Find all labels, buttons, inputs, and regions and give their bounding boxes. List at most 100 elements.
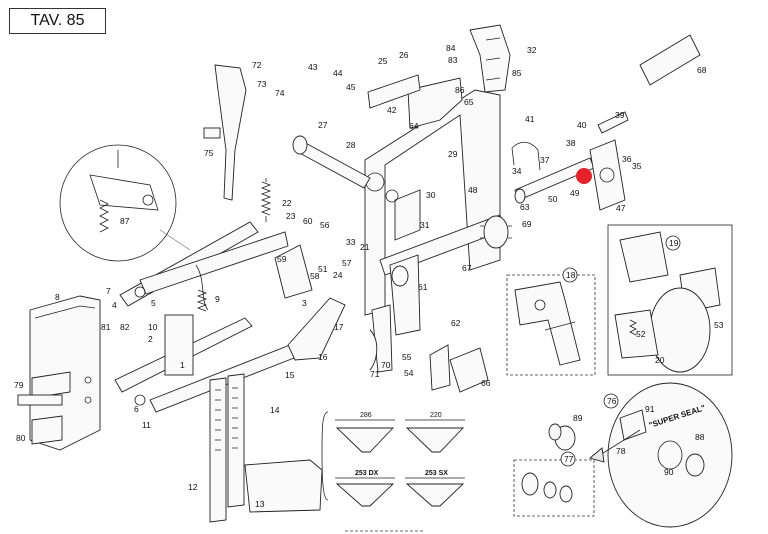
callout-23: 23 [286,211,296,221]
callout-3: 3 [302,298,307,308]
callout-79: 79 [14,380,24,390]
callout-76: 76 [607,396,617,406]
callout-77: 77 [564,454,574,464]
profile-dim-top-left: 286 [360,412,372,419]
callout-62: 62 [451,318,461,328]
curved-tine-72 [203,64,247,201]
callout-83: 83 [448,55,458,65]
callout-51: 51 [318,264,328,274]
callout-1: 1 [180,360,185,370]
callout-58: 58 [310,271,320,281]
callout-70: 70 [381,360,391,370]
callout-12: 12 [188,482,198,492]
spring-22 [260,178,272,222]
callout-35: 35 [632,161,642,171]
callout-20: 20 [655,355,665,365]
callout-50: 50 [548,194,558,204]
callout-49: 49 [570,188,580,198]
bracket-64 [367,74,463,129]
callout-61: 61 [418,282,428,292]
callout-71: 71 [370,369,380,379]
callout-41: 41 [525,114,535,124]
super-seal-disc: "SUPER SEAL" [607,382,733,528]
callout-72: 72 [252,60,262,70]
callout-21: 21 [360,242,370,252]
table-label: TAV. 85 [9,8,106,34]
callout-57: 57 [342,258,352,268]
callout-circle-77 [560,451,576,467]
callout-25: 25 [378,56,388,66]
callout-87: 87 [120,216,130,226]
callout-27: 27 [318,120,328,130]
callout-60: 60 [303,216,313,226]
callout-73: 73 [257,79,267,89]
shaft-28 [292,135,371,189]
callout-81: 81 [101,322,111,332]
callout-2: 2 [148,334,153,344]
callout-38: 38 [566,138,576,148]
part-68 [639,34,701,86]
callout-19: 19 [669,238,679,248]
callout-69: 69 [522,219,532,229]
callout-36: 36 [622,154,632,164]
callout-59: 59 [277,254,287,264]
callout-6: 6 [134,404,139,414]
bracket-16 [274,244,346,361]
callout-10: 10 [148,322,158,332]
tine-shank-assembly [209,373,323,523]
callout-88: 88 [695,432,705,442]
callout-68: 68 [697,65,707,75]
callout-34: 34 [512,166,522,176]
callout-74: 74 [275,88,285,98]
callout-90: 90 [664,467,674,477]
callout-17: 17 [334,322,344,332]
callout-42: 42 [387,105,397,115]
callout-52: 52 [636,329,646,339]
callout-30: 30 [426,190,436,200]
callout-78: 78 [616,446,626,456]
bearing-89 [548,423,576,451]
callout-29: 29 [448,149,458,159]
callout-31: 31 [420,220,430,230]
callout-80: 80 [16,433,26,443]
callout-82: 82 [120,322,130,332]
red-marker [576,168,592,184]
detail-box-18 [506,274,596,376]
callout-64: 64 [409,121,419,131]
callout-86: 86 [455,85,465,95]
callout-18: 18 [566,270,576,280]
callout-43: 43 [308,62,318,72]
callout-5: 5 [151,298,156,308]
callout-37: 37 [540,155,550,165]
callout-84: 84 [446,43,456,53]
callout-75: 75 [204,148,214,158]
callout-55: 55 [402,352,412,362]
callout-15: 15 [285,370,295,380]
callout-65: 65 [464,97,474,107]
main-central-frame [364,24,511,316]
callout-14: 14 [270,405,280,415]
callout-89: 89 [573,413,583,423]
callout-54: 54 [404,368,414,378]
callout-39: 39 [615,110,625,120]
bracket-41 [511,141,541,171]
shaft-37 [514,111,629,211]
callout-67: 67 [462,263,472,273]
profile-section-diagrams: 286 220 253 DX 253 SX [321,411,465,507]
spring-detail-circle [59,144,191,262]
callout-85: 85 [512,68,522,78]
callout-63: 63 [520,202,530,212]
callout-9: 9 [215,294,220,304]
table-label-text: TAV. 85 [30,12,85,29]
detail-box-77 [513,429,641,517]
callout-33: 33 [346,237,356,247]
callout-56: 56 [320,220,330,230]
profile-dim-bottom-right: 253 SX [425,470,448,477]
callout-26: 26 [399,50,409,60]
callout-44: 44 [333,68,343,78]
lower-parallel-arm [114,221,295,413]
callout-66: 66 [481,378,491,388]
callout-16: 16 [318,352,328,362]
